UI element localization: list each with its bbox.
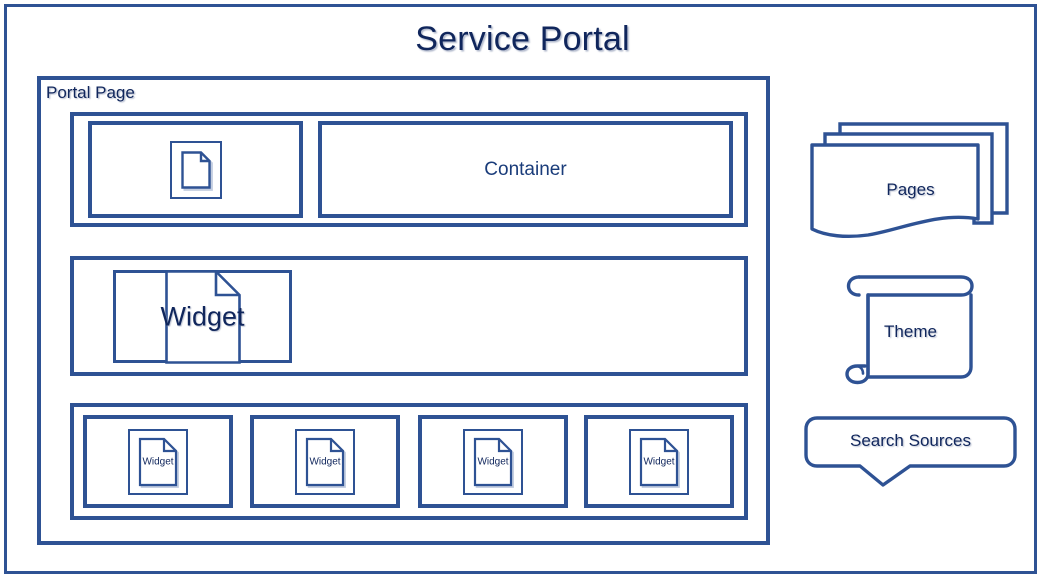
widget-cell-large[interactable]: Widget: [113, 269, 292, 365]
widget-cell-4[interactable]: Widget: [584, 415, 734, 508]
document-icon-frame: [169, 140, 222, 199]
document-icon-frame: Widget: [463, 428, 523, 495]
document-icon: [639, 437, 680, 488]
theme-shape[interactable]: Theme: [843, 266, 978, 388]
widget-small-stack: Widget: [639, 437, 680, 488]
widget-cell-3[interactable]: Widget: [418, 415, 568, 508]
widget-cell-1[interactable]: Widget: [83, 415, 233, 508]
document-icon: [138, 437, 179, 488]
widget-small-stack: Widget: [473, 437, 514, 488]
document-icon: [164, 269, 242, 365]
callout-icon: [804, 416, 1017, 487]
document-icon: [305, 437, 346, 488]
document-icon-frame: Widget: [629, 428, 689, 495]
document-icon-frame: Widget: [128, 428, 188, 495]
document-icon: [179, 149, 213, 191]
document-icon: [473, 437, 514, 488]
scroll-icon: [845, 275, 974, 385]
portal-page-label: Portal Page: [46, 83, 135, 102]
container-cell[interactable]: Container: [318, 121, 733, 218]
widget-small-stack: Widget: [138, 437, 179, 488]
widget-cell-2[interactable]: Widget: [250, 415, 400, 508]
pages-shape[interactable]: Pages: [808, 117, 1013, 242]
widget-cell-top-left[interactable]: [88, 121, 303, 218]
search-sources-shape[interactable]: Search Sources: [803, 415, 1018, 488]
multi-document-icon: [810, 122, 1009, 239]
widget-small-stack: Widget: [305, 437, 346, 488]
document-icon-frame: Widget: [295, 428, 355, 495]
widget-large-stack: Widget: [160, 269, 245, 365]
page-title: Service Portal: [415, 20, 630, 58]
